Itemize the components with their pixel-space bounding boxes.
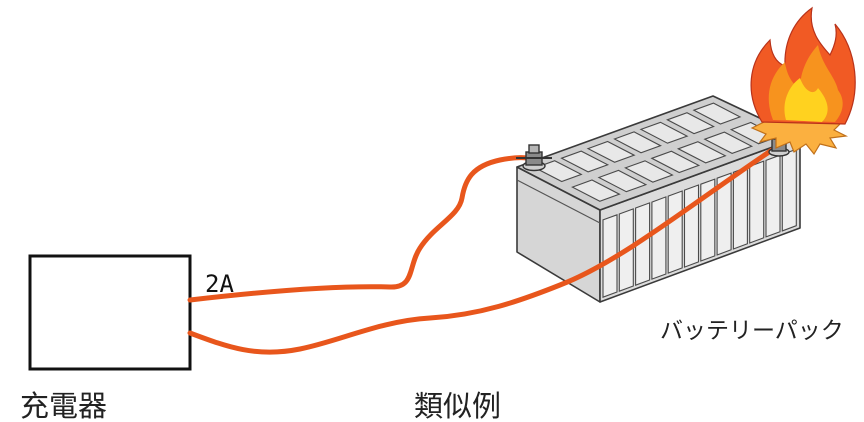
battery-cell-cap bbox=[597, 169, 648, 193]
battery-cell-cap bbox=[624, 160, 674, 183]
battery-cell bbox=[602, 214, 618, 298]
battery-cell bbox=[683, 184, 700, 268]
battery-cell bbox=[781, 148, 797, 232]
flame-core bbox=[784, 78, 828, 122]
battery-pack-label: バッテリーパック bbox=[660, 318, 844, 344]
battery-cell-cap bbox=[533, 160, 583, 183]
battery-cell bbox=[635, 202, 651, 286]
charger-box bbox=[28, 254, 192, 371]
battery-cell bbox=[765, 154, 781, 238]
upper-cable bbox=[187, 155, 536, 303]
flame-icon bbox=[750, 6, 856, 156]
battery-cell-caps bbox=[533, 102, 780, 202]
charger-label: 充電器 bbox=[20, 389, 107, 422]
battery-cells bbox=[602, 148, 797, 298]
battery-cell bbox=[716, 172, 732, 256]
battery-cell bbox=[732, 166, 748, 250]
battery-cell-cap bbox=[560, 150, 610, 173]
battery-cell-cap bbox=[676, 141, 727, 164]
battery-cell-cap bbox=[586, 140, 636, 163]
battery-cell bbox=[667, 190, 683, 274]
battery-cell-cap bbox=[703, 131, 754, 154]
battery-cell-cap bbox=[571, 179, 621, 202]
battery-cell bbox=[651, 196, 667, 280]
caption-label: 類似例 bbox=[414, 389, 501, 422]
battery-cell-cap bbox=[692, 102, 742, 125]
battery-cell-cap bbox=[613, 131, 662, 154]
left-terminal bbox=[516, 144, 552, 172]
battery-cell-cap bbox=[666, 112, 715, 135]
current-label: 2A bbox=[205, 270, 234, 298]
battery-pack bbox=[516, 95, 801, 303]
battery-cell-cap bbox=[639, 121, 689, 144]
battery-cell-cap bbox=[650, 150, 701, 174]
battery-cell bbox=[749, 160, 765, 244]
battery-left-face-rim bbox=[516, 179, 601, 224]
lower-cable bbox=[187, 147, 775, 355]
